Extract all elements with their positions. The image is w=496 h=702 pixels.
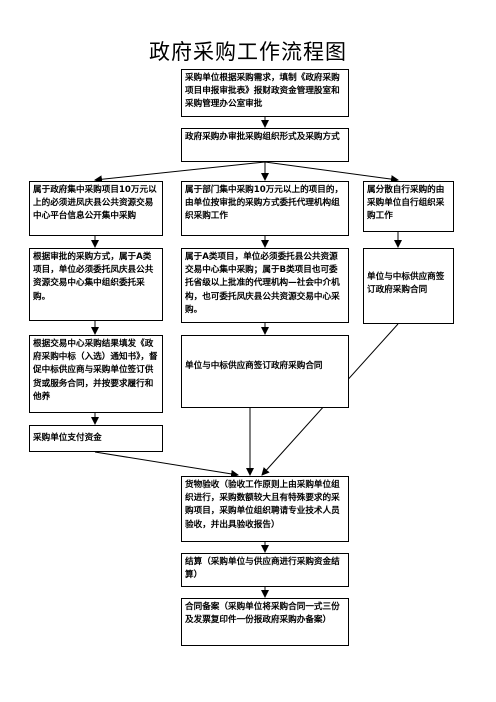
arrow-l4-c1 [94,451,239,478]
step-pay-funds: 采购单位支付资金 [29,425,163,452]
step-issue-notice: 根据交易中心采购结果填发《政府采购中标（入选）通知书》，督促中标供应商与采购单位… [29,335,163,413]
step-class-ab: 属于A类项目，单位必须委托县公共资源交易中心集中采购；属于B类项目也可委托省级以… [181,248,349,323]
branch-self-procure: 属分散自行采购的由采购单位自行组织采购工作 [363,181,454,232]
step-self-contract: 单位与中标供应商签订政府采购合同 [363,248,454,324]
page-title: 政府采购工作流程图 [149,40,347,64]
step-sign-contract: 单位与中标供应商签订政府采购合同 [181,335,349,408]
arrow-n2-l1 [94,161,266,184]
branch-gov-centralized: 属于政府集中采购项目10万元以上的必须进凤庆县公共资源交易中心平台信息公开集中采… [29,181,163,236]
step-goods-acceptance: 货物验收（验收工作原则上由采购单位组织进行，采购数额较大且有特殊要求的采购项目，… [181,476,349,542]
step-entrust-center: 根据审批的采购方式，属于A类项目，单位必须委托凤庆县公共资源交易中心集中组织委托… [29,248,163,321]
step-contract-filing: 合同备案（采购单位将采购合同一式三份及发票复印件一份报政府采购办备案） [181,598,349,646]
arrow-n2-r1 [264,161,399,184]
branch-dept-centralized: 属于部门集中采购10万元以上的项目的，由单位按审批的采购方式委托代理机构组织采购… [181,181,349,236]
step-settlement: 结算（采购单位与供应商进行采购资金结算） [181,553,349,587]
step-submit-approval: 采购单位根据采购需求，填制《政府采购项目申报审批表》报财政资金管理股室和采购管理… [181,69,349,117]
step-approve-method: 政府采购办审批采购组织形式及采购方式 [181,128,349,162]
